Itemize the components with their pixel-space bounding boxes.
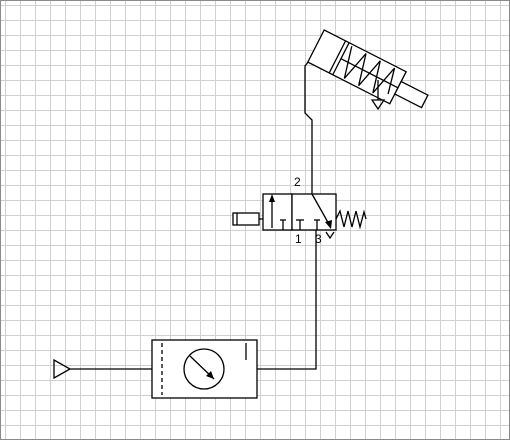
filter-regulator-unit[interactable] <box>151 339 258 399</box>
spring-return-cylinder-icon[interactable] <box>306 29 433 117</box>
port-label-supply: 1 <box>295 232 302 246</box>
exhaust-arrow-icon <box>325 231 335 240</box>
regulated-pipe[interactable] <box>257 230 317 370</box>
valve-3-2-icon[interactable] <box>232 193 367 231</box>
outlet-pipe[interactable] <box>304 51 317 194</box>
port-label-outlet: 2 <box>294 175 301 189</box>
pressure-source-icon[interactable] <box>53 358 72 380</box>
spring-icon <box>335 209 367 230</box>
port-label-exhaust: 3 <box>315 232 322 246</box>
cylinder-exhaust-icon <box>370 80 386 111</box>
pressure-gauge-icon <box>183 348 225 390</box>
